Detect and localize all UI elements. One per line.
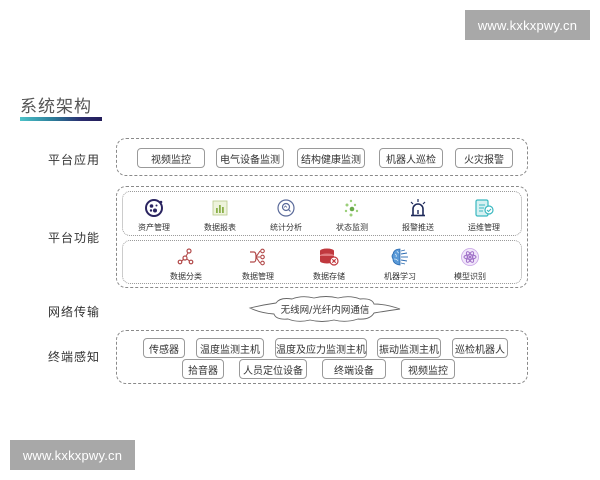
func-alarm-push: 报警推送: [388, 197, 448, 233]
data-report-icon: [209, 197, 231, 219]
app-item-video-monitoring: 视频监控: [137, 148, 205, 168]
alarm-push-icon: [407, 197, 429, 219]
func-data-classification: 数据分类: [156, 246, 216, 282]
func-machine-learning: 机器学习: [370, 246, 430, 282]
app-item-structural-health: 结构健康监测: [297, 148, 365, 168]
operations-management-icon: [473, 197, 495, 219]
func-data-storage: 数据存储: [299, 246, 359, 282]
app-item-fire-alarm: 火灾报警: [455, 148, 513, 168]
function-row2-box: [122, 240, 522, 284]
machine-learning-icon: [389, 246, 411, 268]
page-title: 系统架构: [20, 97, 92, 117]
func-operations-management: 运维管理: [454, 197, 514, 233]
app-item-robot-inspection: 机器人巡检: [379, 148, 443, 168]
data-classification-icon: [175, 246, 197, 268]
func-data-management: 数据管理: [228, 246, 288, 282]
layer-label-network: 网络传输: [48, 305, 101, 319]
terminal-item-temp-stress-host: 温度及应力监测主机: [275, 338, 367, 358]
network-cloud: 无线网/光纤内网通信: [246, 295, 404, 323]
terminal-item-inspection-robot: 巡检机器人: [452, 338, 508, 358]
statistics-analysis-icon: [275, 197, 297, 219]
asset-management-icon: [143, 197, 165, 219]
app-item-electrical-monitoring: 电气设备监测: [216, 148, 284, 168]
watermark-top: www.kxkxpwy.cn: [465, 10, 590, 40]
func-asset-management: 资产管理: [124, 197, 184, 233]
func-status-monitoring: 状态监测: [322, 197, 382, 233]
terminal-item-terminal-device: 终端设备: [322, 359, 386, 379]
func-model-recognition: 模型识别: [440, 246, 500, 282]
data-management-icon: [247, 246, 269, 268]
function-layer-box: [116, 186, 528, 288]
terminal-layer-box: [116, 330, 528, 384]
terminal-item-sensor: 传感器: [143, 338, 185, 358]
cloud-icon: [248, 296, 401, 322]
terminal-item-vibration-host: 振动监测主机: [377, 338, 441, 358]
status-monitoring-icon: [341, 197, 363, 219]
terminal-item-sound-pickup: 拾音器: [182, 359, 224, 379]
watermark-bottom: www.kxkxpwy.cn: [10, 440, 135, 470]
func-data-report: 数据报表: [190, 197, 250, 233]
layer-label-terminal: 终端感知: [48, 350, 101, 364]
terminal-item-video-monitoring: 视频监控: [401, 359, 455, 379]
layer-label-function: 平台功能: [48, 231, 101, 245]
terminal-item-personnel-locator: 人员定位设备: [239, 359, 307, 379]
func-statistics-analysis: 统计分析: [256, 197, 316, 233]
title-underline: [20, 117, 102, 121]
data-storage-icon: [318, 246, 340, 268]
model-recognition-icon: [459, 246, 481, 268]
terminal-item-temp-host: 温度监测主机: [196, 338, 264, 358]
network-text: 无线网/光纤内网通信: [280, 305, 370, 316]
function-row1-box: [122, 191, 522, 236]
layer-label-application: 平台应用: [48, 153, 101, 167]
application-layer-box: [116, 138, 528, 176]
